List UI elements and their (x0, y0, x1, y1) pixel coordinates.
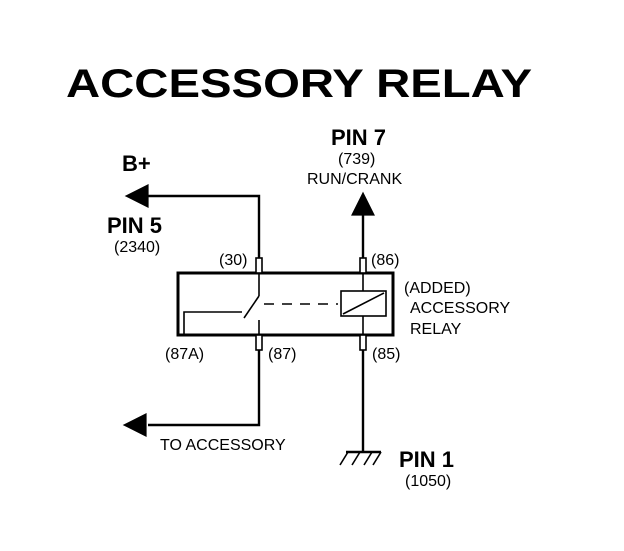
pin7-run-crank-label: RUN/CRANK (307, 171, 402, 188)
relay-label-line-2: ACCESSORY (410, 300, 511, 317)
accessory-arrow-icon (122, 413, 147, 437)
terminal-86-stub (359, 257, 367, 274)
terminal-85-stub (359, 334, 367, 351)
pin1-circuit-label: (1050) (405, 473, 451, 490)
pin5-circuit-label: (2340) (114, 239, 160, 256)
terminal-87-label: (87) (268, 346, 296, 363)
relay-label-line-1: (ADDED) (404, 280, 471, 297)
ground-icon (339, 450, 382, 466)
accessory-wire (148, 350, 261, 427)
b-plus-wire (148, 194, 261, 258)
pin5-label: PIN 5 (107, 213, 162, 238)
terminal-85-label: (85) (372, 346, 400, 363)
pin7-arrow-icon (351, 191, 375, 216)
terminal-30-stub (255, 257, 263, 274)
terminal-86-label: (86) (371, 252, 399, 269)
b-plus-arrow-icon (124, 184, 149, 208)
diagram-title: ACCESSORY RELAY (66, 62, 532, 106)
relay-label-line-3: RELAY (410, 321, 462, 338)
relay-box (176, 271, 395, 337)
pin1-label: PIN 1 (399, 447, 454, 472)
b-plus-label: B+ (122, 151, 151, 176)
terminal-87a-label: (87A) (165, 346, 204, 363)
switch-arm (243, 295, 260, 319)
pin7-circuit-label: (739) (338, 151, 375, 168)
terminal-30-label: (30) (219, 252, 247, 269)
switch-87a-contact (183, 311, 242, 335)
pin7-label: PIN 7 (331, 125, 386, 150)
to-accessory-label: TO ACCESSORY (160, 437, 286, 454)
terminal-87-stub (255, 334, 263, 351)
coil-diagonal (342, 292, 385, 315)
